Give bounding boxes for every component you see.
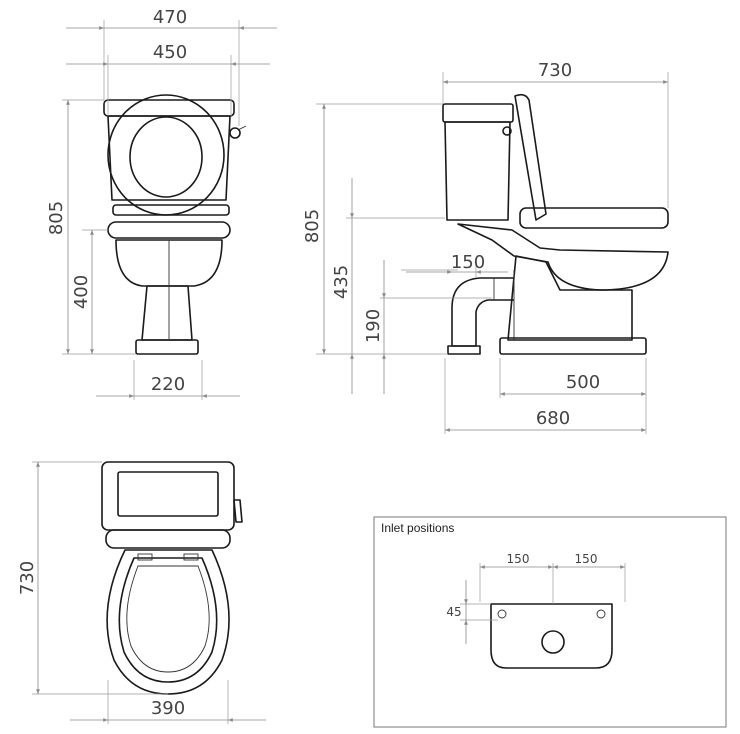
outlet-offset-150-label: 150 (451, 252, 485, 273)
pedestal-width-220-label: 220 (151, 374, 185, 395)
front-width-470-label: 470 (153, 7, 187, 28)
inlet-positions-title: Inlet positions (381, 521, 454, 535)
front-height-805-label: 805 (46, 201, 67, 235)
top-dimensions: 730 390 (17, 461, 266, 724)
front-view (103, 94, 247, 355)
inlet-height-435-label: 435 (331, 265, 352, 299)
seat-height-400-label: 400 (71, 275, 92, 309)
side-height-805-label: 805 (302, 209, 323, 243)
floor-depth-680-label: 680 (536, 408, 570, 429)
bowl-width-390-label: 390 (151, 698, 185, 719)
front-dimensions: 470 450 805 400 220 (46, 7, 277, 400)
side-dimensions: 730 805 435 150 190 500 680 (302, 60, 669, 434)
base-depth-500-label: 500 (566, 372, 600, 393)
inlet-left-150-label: 150 (507, 552, 530, 566)
seat-width-450-label: 450 (153, 42, 187, 63)
side-depth-730-label: 730 (538, 60, 572, 81)
inlet-right-150-label: 150 (575, 552, 598, 566)
top-depth-730-label: 730 (17, 561, 38, 595)
side-view (442, 93, 669, 355)
outlet-height-190-label: 190 (363, 309, 384, 343)
inlet-positions-panel: Inlet positions 150 150 45 (373, 516, 727, 728)
top-view (101, 461, 243, 695)
inlet-height-45-label: 45 (446, 605, 461, 619)
